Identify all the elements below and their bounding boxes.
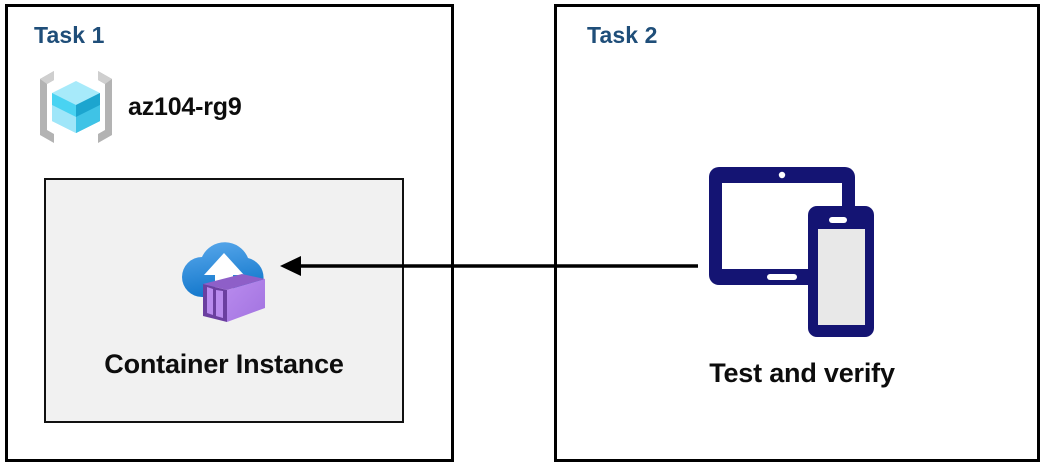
resource-group-row: az104-rg9 (34, 65, 242, 149)
resource-group-icon (40, 71, 112, 143)
panel-task-2-title: Task 2 (587, 22, 658, 48)
devices-test-icon (708, 167, 874, 337)
container-instance-label: Container Instance (104, 349, 344, 379)
container-instance-icon (182, 242, 265, 322)
panel-task-1: Task 1 az104-rg9 (5, 4, 454, 462)
resource-group-label: az104-rg9 (128, 92, 242, 121)
panel-task-1-title: Task 1 (34, 22, 105, 48)
test-and-verify-label: Test and verify (709, 358, 895, 388)
panel-task-2: Task 2 Test and verify (554, 4, 1040, 462)
container-instance-box: Container Instance (44, 178, 404, 423)
devices-group: Test and verify (682, 161, 922, 389)
